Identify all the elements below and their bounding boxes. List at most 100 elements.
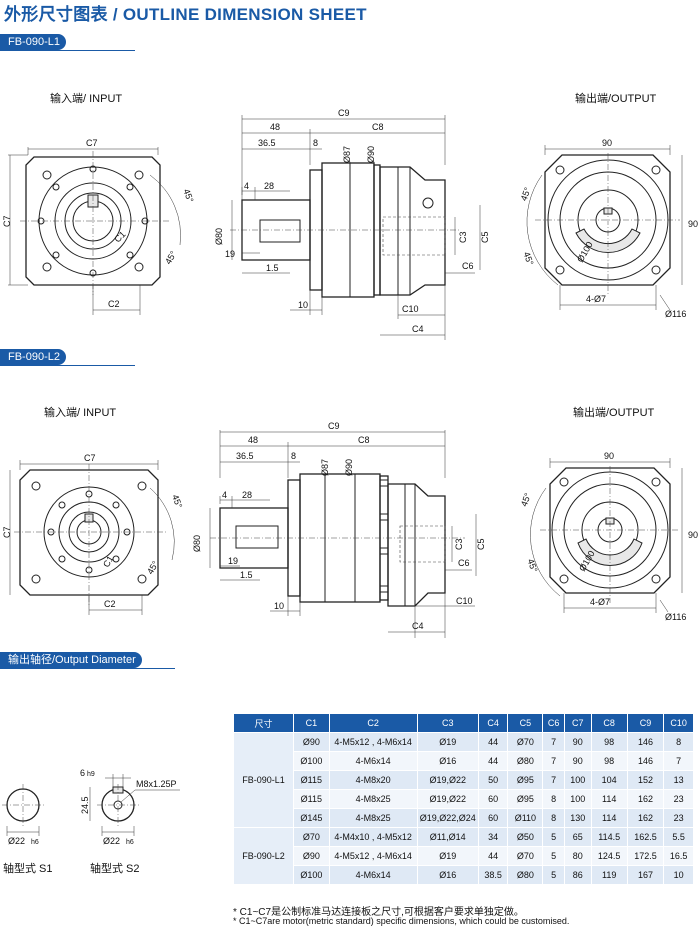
- section-rule-l2: [0, 365, 135, 366]
- dim-phi116-l1: Ø116: [665, 309, 686, 319]
- dim-c4-l2: C4: [412, 621, 424, 631]
- header-cell: C7: [564, 713, 592, 733]
- header-cell: C8: [590, 713, 628, 733]
- table-header-row: 尺寸 C1 C2 C3 C4 C5 C6 C7 C8 C9 C10: [233, 713, 694, 733]
- shaft-type-s2: 轴型式 S2: [90, 863, 140, 875]
- header-cell: C1: [293, 713, 330, 733]
- output-view-label-l2: 输出端/OUTPUT: [573, 407, 655, 419]
- dim-90-top-l1: 90: [602, 138, 612, 148]
- dim-8-l1: 8: [313, 138, 318, 148]
- dim-19-l2: 19: [228, 556, 238, 566]
- table-cell: 4-M5x12 , 4-M6x14: [328, 732, 418, 752]
- table-cell: 162.5: [626, 827, 665, 847]
- table-cell: Ø100: [293, 751, 330, 771]
- header-cell: 尺寸: [233, 713, 294, 733]
- table-cell: 44: [477, 846, 509, 866]
- dim-c6-l2: C6: [458, 558, 470, 568]
- dim-c2-l1: C2: [108, 299, 120, 309]
- table-cell: 124.5: [590, 846, 628, 866]
- dim-365-l2: 36.5: [236, 451, 254, 461]
- shaft-s2-height: 24.5: [80, 796, 90, 814]
- table-cell: 146: [626, 732, 665, 752]
- shaft-s2-key-width: 6: [80, 768, 85, 778]
- table-cell: 162: [626, 789, 665, 809]
- table-cell: Ø100: [293, 865, 330, 885]
- side-view-drawing-l1: C9 48 C8 36.5 8 Ø87 Ø90 4 28 Ø80 19 1.5 …: [214, 108, 490, 340]
- dim-c10-l1: C10: [402, 304, 419, 314]
- dim-c5-l1: C5: [480, 231, 490, 243]
- angle-45-b-out-l2: 45°: [525, 557, 539, 574]
- angle-45-a-l2: 45°: [170, 493, 184, 510]
- dim-phi80-l1: Ø80: [214, 228, 224, 245]
- table-cell: Ø70: [293, 827, 330, 847]
- header-cell: C5: [507, 713, 544, 733]
- side-view-drawing-l2: C9 48 C8 36.5 8 Ø87 Ø90 4 28 Ø80 19 1.5 …: [192, 421, 486, 638]
- table-cell: 10: [663, 865, 694, 885]
- shaft-s2-diameter: Ø22: [103, 836, 120, 846]
- table-cell: 4-M6x14: [328, 865, 418, 885]
- table-cell: Ø115: [293, 770, 330, 790]
- dim-phi87-l1: Ø87: [342, 146, 352, 163]
- dim-c7-side-l1: C7: [2, 215, 12, 227]
- dim-28-l1: 28: [264, 181, 274, 191]
- dim-c9-l1: C9: [338, 108, 350, 118]
- dim-15-l2: 1.5: [240, 570, 253, 580]
- table-cell: Ø11,Ø14: [416, 827, 479, 847]
- table-cell: 7: [542, 770, 566, 790]
- table-cell: 86: [564, 865, 592, 885]
- table-cell: 50: [477, 770, 509, 790]
- angle-45-b-l1: 45°: [163, 249, 179, 266]
- table-cell: Ø19,Ø22,Ø24: [416, 808, 479, 828]
- table-cell: 44: [477, 732, 509, 752]
- table-cell: 4-M6x14: [328, 751, 418, 771]
- table-cell: Ø19: [416, 732, 479, 752]
- dim-4-l1: 4: [244, 181, 249, 191]
- shaft-s1-tol: h6: [31, 839, 39, 846]
- dim-48-l2: 48: [248, 435, 258, 445]
- section-rule-l1: [0, 50, 135, 51]
- header-cell: C9: [626, 713, 665, 733]
- table-cell: Ø19,Ø22: [416, 770, 479, 790]
- page-title: 外形尺寸图表 / OUTLINE DIMENSION SHEET: [4, 5, 367, 24]
- table-cell: 13: [663, 770, 694, 790]
- dim-c7-top-l2: C7: [84, 453, 96, 463]
- dimension-table: 尺寸 C1 C2 C3 C4 C5 C6 C7 C8 C9 C10 FB-090…: [233, 713, 694, 885]
- input-view-drawing-l2: C7 C7 45° 45° C1 C2: [2, 453, 184, 615]
- section-rule-output: [0, 668, 175, 669]
- header-cell: C6: [542, 713, 566, 733]
- table-cell: Ø70: [507, 846, 544, 866]
- dim-c1-l1: C1: [112, 229, 127, 244]
- dim-365-l1: 36.5: [258, 138, 276, 148]
- shaft-s2-thread: M8x1.25P: [136, 779, 177, 789]
- output-view-drawing-l1: 90 90 45° 45° Ø100 4-Ø7 Ø116: [519, 138, 698, 319]
- output-view-label-l1: 输出端/OUTPUT: [575, 93, 657, 105]
- dim-c9-l2: C9: [328, 421, 340, 431]
- angle-45-a-out-l1: 45°: [519, 186, 533, 203]
- table-cell: 100: [564, 770, 592, 790]
- table-cell: 16.5: [663, 846, 694, 866]
- table-cell: 114.5: [590, 827, 628, 847]
- dim-28-l2: 28: [242, 490, 252, 500]
- dim-c10-l2: C10: [456, 596, 473, 606]
- output-view-drawing-l2: 90 90 45° 45° Ø100 4-Ø7 Ø116: [519, 451, 698, 622]
- dim-4-l2: 4: [222, 490, 227, 500]
- table-cell: 98: [590, 751, 628, 771]
- dim-c2-l2: C2: [104, 599, 116, 609]
- dim-c8-l1: C8: [372, 122, 384, 132]
- dim-c8-l2: C8: [358, 435, 370, 445]
- table-cell: 23: [663, 789, 694, 809]
- dim-90-side-l1: 90: [688, 219, 698, 229]
- table-cell: 8: [542, 789, 566, 809]
- table-cell: 4-M8x20: [328, 770, 418, 790]
- table-cell: Ø110: [507, 808, 544, 828]
- table-cell: 172.5: [626, 846, 665, 866]
- dim-phi80-l2: Ø80: [192, 535, 202, 552]
- table-cell: 152: [626, 770, 665, 790]
- table-cell: Ø80: [507, 865, 544, 885]
- table-cell: 80: [564, 846, 592, 866]
- model-cell: FB-090-L1: [233, 732, 294, 828]
- table-cell: 60: [477, 808, 509, 828]
